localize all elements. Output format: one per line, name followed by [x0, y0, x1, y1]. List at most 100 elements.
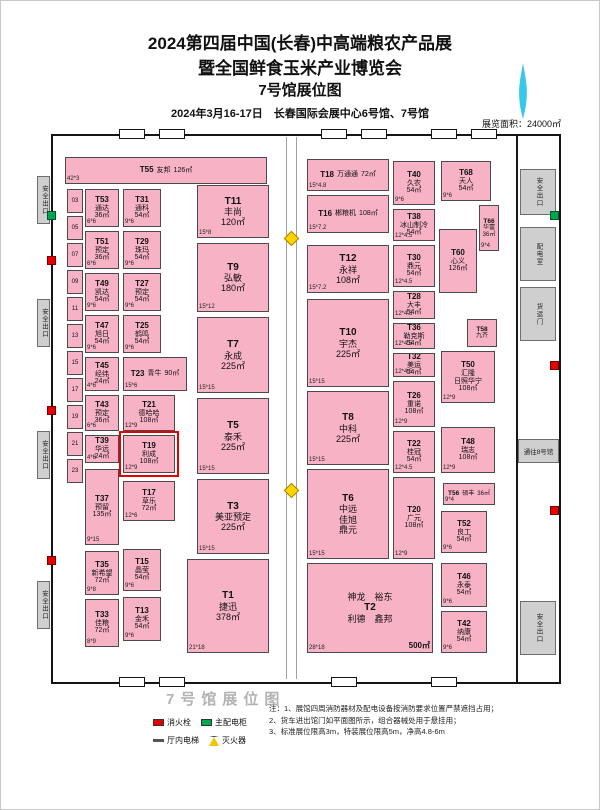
b-name: 晶莹: [135, 566, 149, 574]
b-id: T15: [135, 556, 149, 566]
b-area: 225㎡: [220, 522, 246, 533]
b-dims: 12*4.5: [395, 311, 413, 318]
b-id: T43: [95, 399, 109, 409]
b-id: T18: [320, 169, 334, 179]
b-name: 纳康: [457, 628, 471, 636]
b-dims: 12*9: [443, 395, 456, 402]
b-area: 120㎡: [220, 217, 246, 228]
b-dims: 21*18: [189, 645, 205, 652]
legend-label: 灭火器: [222, 736, 246, 745]
b-dims: 12*9: [395, 419, 408, 426]
b-name: 德哈哈: [138, 409, 160, 417]
b-area: 126㎡: [173, 166, 193, 174]
b-name: 草乐: [142, 497, 156, 505]
b-name: 宇杰: [338, 338, 357, 349]
b-name: 汇隆: [461, 369, 475, 377]
b-area: 54㎡: [456, 536, 472, 544]
b-id: T49: [95, 278, 109, 288]
b-area: 72㎡: [94, 577, 110, 585]
stall-19: 19: [67, 405, 83, 429]
legend-label: 消火栓: [167, 718, 191, 727]
b-id: T56: [448, 490, 460, 498]
b-name: 美运: [407, 361, 421, 369]
b-id: T46: [457, 571, 471, 581]
stall-03: 03: [67, 189, 83, 213]
b-area: 108㎡: [139, 458, 159, 466]
legend-label: 厅内电梯: [167, 736, 199, 745]
b-id: T23: [130, 368, 145, 378]
b-dims: 4*6: [87, 383, 97, 390]
b-dims: 15*7.2: [309, 285, 327, 292]
b-name: 久农: [407, 179, 421, 187]
b-dims: 15*6: [125, 383, 138, 390]
stall-05: 05: [67, 216, 83, 240]
note-line-2: 2、货车进出馆门如平面图所示，组合器械处用于悬挂用；: [269, 715, 461, 725]
b-dims: 12*9: [125, 465, 138, 472]
center-aisle-line-right: [296, 137, 297, 679]
b-dims: 6*6: [87, 219, 97, 226]
b-id: T38: [407, 211, 421, 221]
b-id: T31: [135, 194, 149, 204]
door-3: [361, 129, 387, 139]
b-name: 瑞志: [461, 446, 475, 454]
b-dims: 9*6: [125, 303, 135, 310]
b-dims: 15*15: [309, 551, 325, 558]
b-area: 225㎡: [335, 348, 361, 359]
b-dims: 12*6: [125, 513, 138, 520]
b-name: 神龙 裕东: [347, 592, 393, 603]
b-id: T28: [407, 291, 421, 301]
b-id: T55: [139, 165, 154, 175]
b-area: 225㎡: [220, 441, 246, 452]
hydrant-icon: [550, 361, 559, 370]
b-area: 54㎡: [406, 340, 422, 348]
elevator-legend-icon: [153, 739, 164, 742]
power-icon: [47, 211, 56, 220]
b-area: 36㎡: [482, 231, 496, 238]
b-id: T16: [318, 208, 333, 218]
b-name: 预定: [95, 246, 109, 254]
b-dims: 12*4.5: [395, 341, 413, 348]
b-name: 珠玛: [135, 246, 149, 254]
b-name: 冰山制冷: [400, 221, 428, 229]
b-id: T42: [457, 618, 471, 628]
b-dims: 12*9: [395, 551, 408, 558]
b-id: T52: [457, 518, 471, 528]
b-area: 135㎡: [92, 511, 112, 519]
b-name: 预定: [95, 409, 109, 417]
legend-item-主配电柜: 主配电柜: [201, 717, 247, 728]
b-name: 鼎元: [338, 524, 357, 535]
side-label-货运门: 货运门: [520, 287, 556, 341]
page-title-line1: 2024第四届中国(长春)中高端粮农产品展: [147, 34, 453, 53]
b-id: T33: [95, 609, 109, 619]
b-dims: 9*15: [87, 537, 100, 544]
note-line-1: 注：1、展馆四周消防器材及配电设备按消防要求位置严禁遮挡占用；: [269, 704, 499, 713]
b-dims: 9*6: [125, 633, 135, 640]
b-name: 勒克斯: [403, 332, 425, 340]
b-name: 经纬: [95, 370, 109, 378]
side-label-安全出口: 安全出口: [37, 581, 50, 629]
b-name: 桂冠: [407, 448, 421, 456]
b-name: 郴粮机: [335, 210, 357, 218]
b-name: 友邦: [156, 166, 171, 174]
legend-item-灭火器: 灭火器: [209, 735, 246, 746]
b-id: T17: [142, 487, 156, 497]
b-area: 54㎡: [406, 270, 422, 278]
b-name: 弘敏: [223, 273, 242, 284]
